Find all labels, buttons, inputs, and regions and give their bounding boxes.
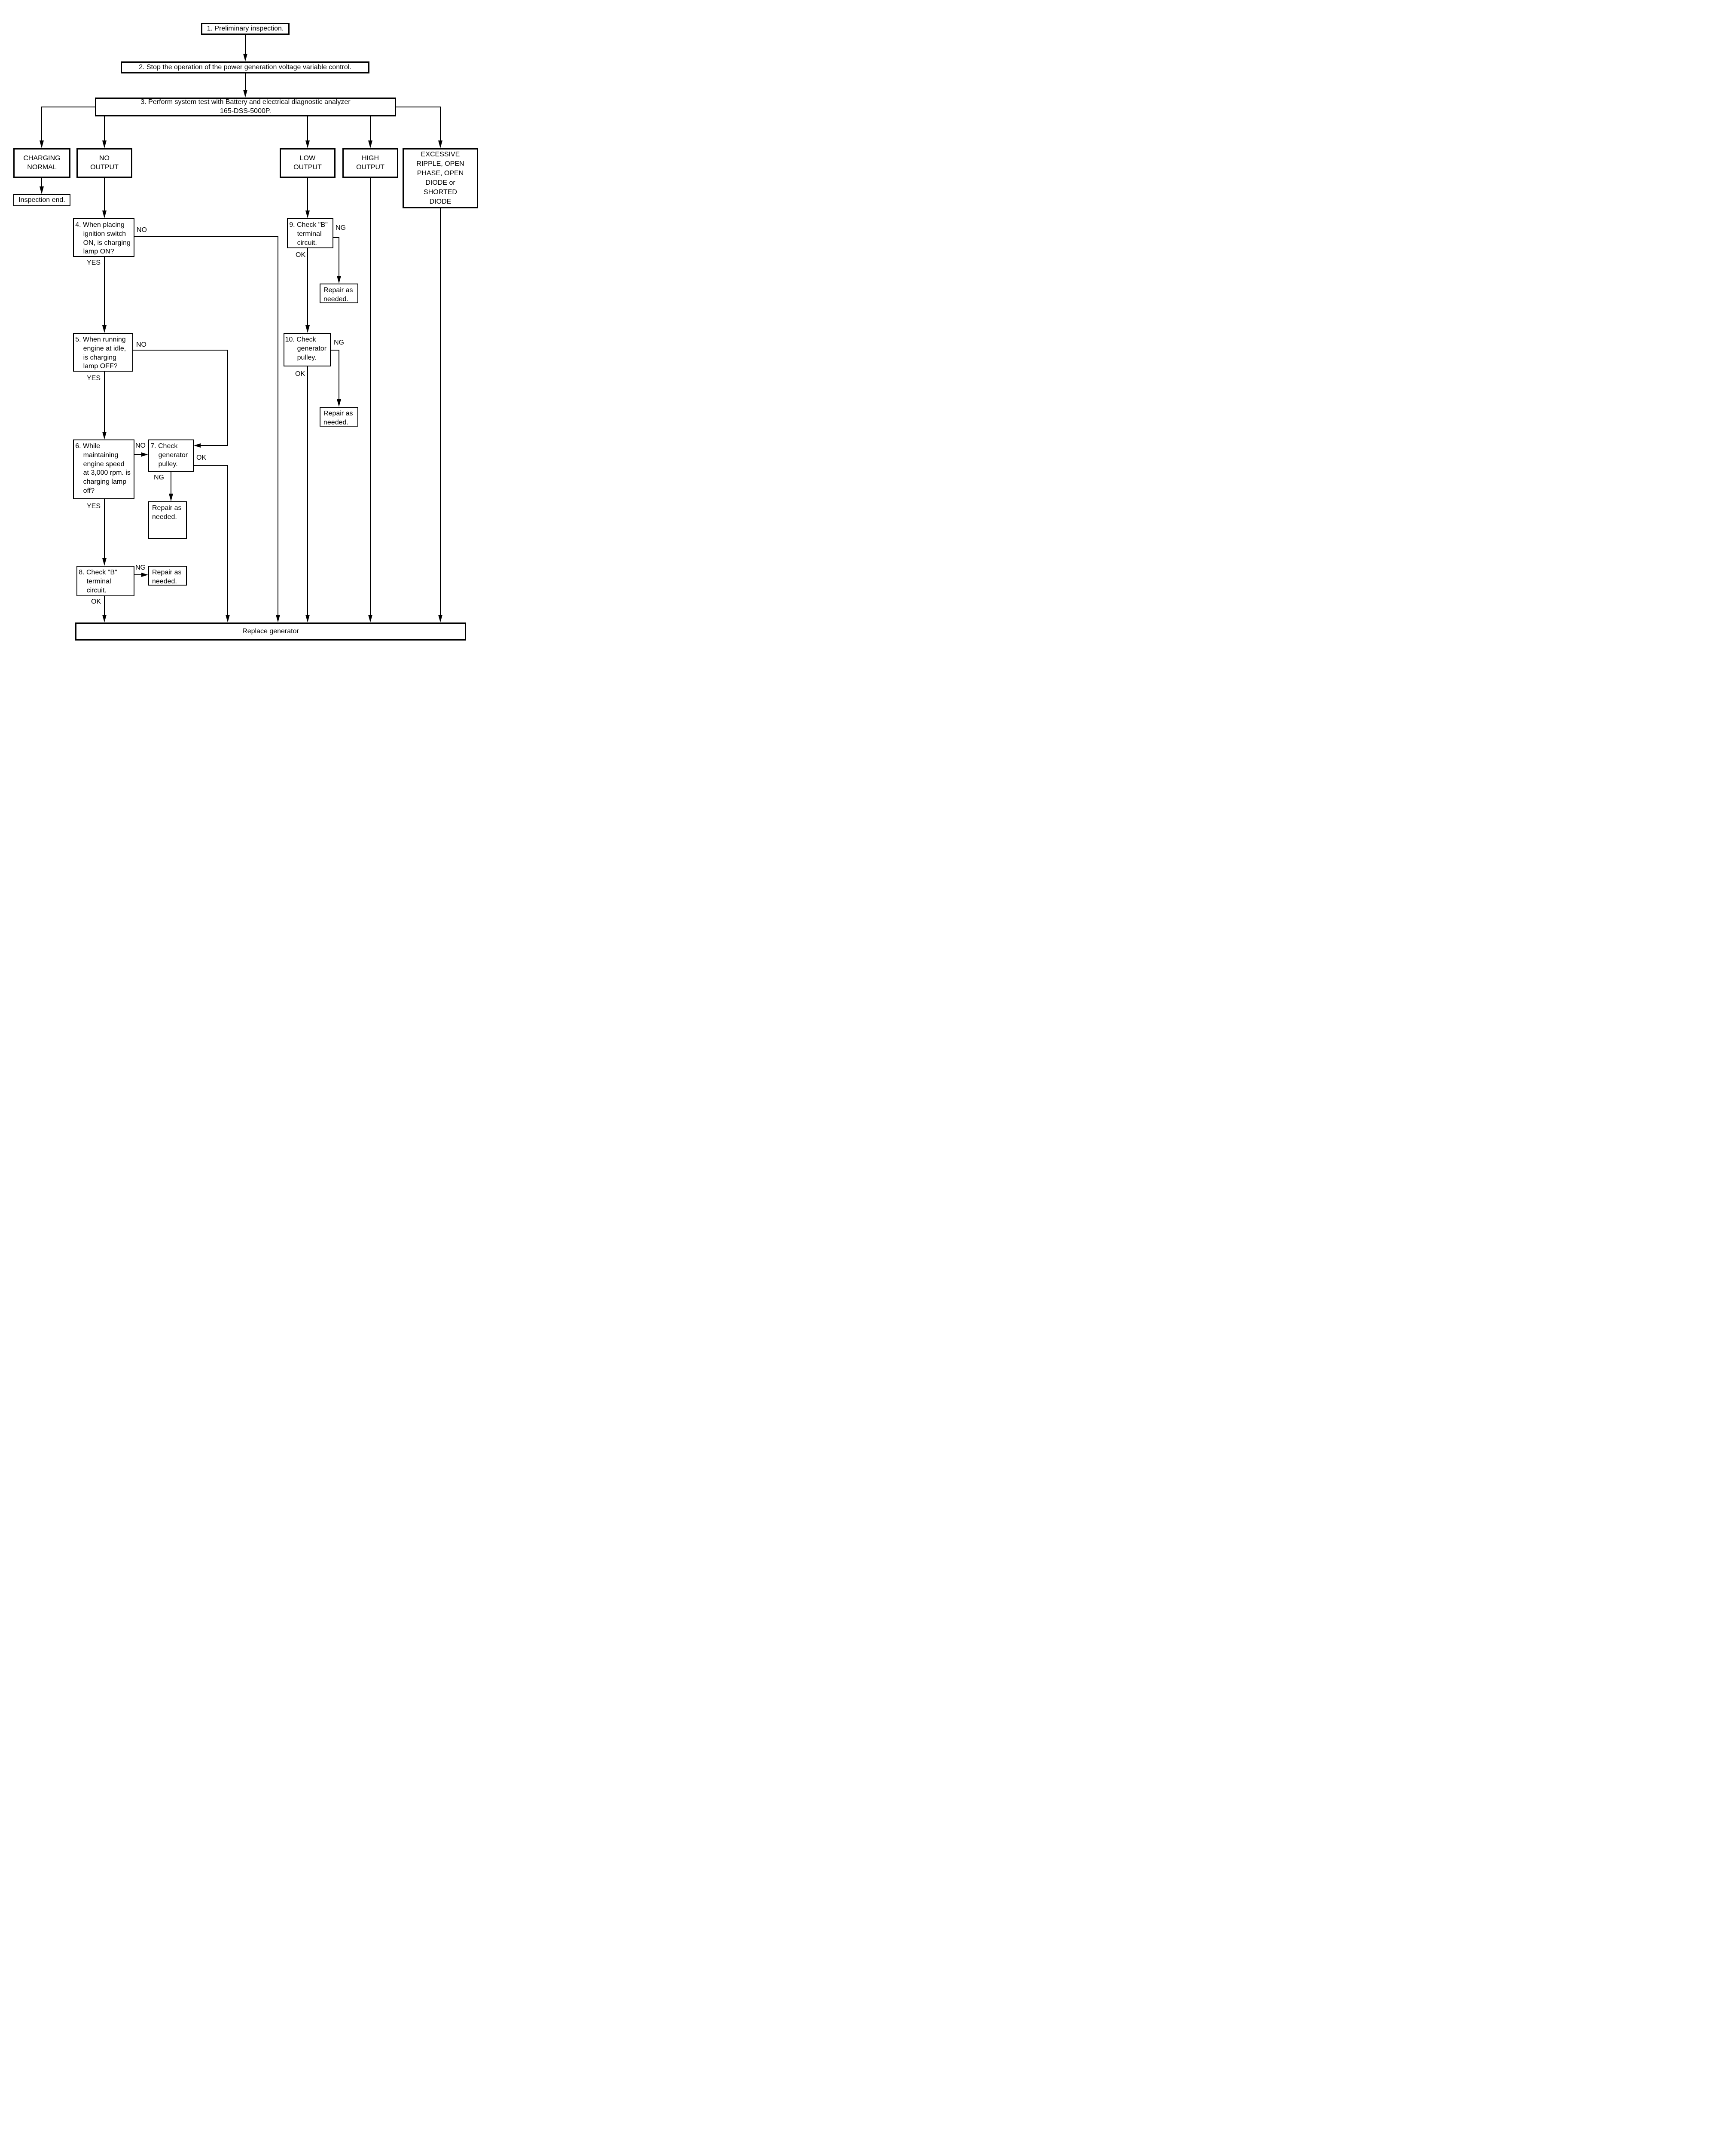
step-2-stop-voltage-control: 2. Stop the operation of the power gener… <box>121 61 369 73</box>
label-5-no: NO <box>136 341 146 348</box>
edge-1-2-line <box>245 35 246 55</box>
edge-10-ng-arrowhead <box>337 399 341 407</box>
edge-4-yes-v <box>104 257 105 326</box>
edge-5-no-v <box>227 350 228 446</box>
edge-lowoutput-9-v <box>307 178 308 211</box>
edge-3-highoutput-arrowhead <box>368 140 372 148</box>
step-1-preliminary-inspection: 1. Preliminary inspection. <box>201 23 290 35</box>
edge-nooutput-4-arrowhead <box>102 211 107 218</box>
edge-3-excessive-arrowhead <box>438 140 442 148</box>
edge-8-ng-arrowhead <box>141 573 148 577</box>
label-4-yes: YES <box>87 259 101 266</box>
label-7-ok: OK <box>196 454 207 461</box>
step-7-check-generator-pulley: 7. Check generator pulley. <box>148 439 194 472</box>
edge-3-excessive-v <box>440 107 441 141</box>
result-low-output: LOW OUTPUT <box>280 148 336 178</box>
edge-charging-inspend-arrowhead <box>40 186 44 194</box>
edge-nooutput-4-v <box>104 178 105 211</box>
edge-10-ok-arrowhead <box>305 615 310 622</box>
result-high-output: HIGH OUTPUT <box>342 148 398 178</box>
edge-highoutput-replace-arrowhead <box>368 615 372 622</box>
edge-9-ok-arrowhead <box>305 325 310 333</box>
edge-10-ok-v <box>307 366 308 615</box>
inspection-end: Inspection end. <box>13 194 70 206</box>
edge-9-ng-h <box>333 237 339 238</box>
edge-4-no-h <box>134 236 278 237</box>
edge-excessive-replace-v <box>440 208 441 615</box>
edge-10-ng-h <box>331 350 339 351</box>
edge-3-highoutput-v <box>370 116 371 141</box>
edge-6-no-arrowhead <box>141 452 148 457</box>
repair-as-needed-10: Repair as needed. <box>320 407 358 427</box>
edge-8-ok-arrowhead <box>102 615 107 622</box>
edge-9-ok-v <box>307 248 308 326</box>
label-10-ng: NG <box>334 339 344 346</box>
replace-generator: Replace generator <box>75 622 466 641</box>
step-3-system-test: 3. Perform system test with Battery and … <box>95 98 396 116</box>
edge-6-yes-arrowhead <box>102 558 107 566</box>
edge-8-ng-h <box>134 574 142 575</box>
edge-5-no-h2 <box>200 445 228 446</box>
label-8-ng: NG <box>135 564 146 571</box>
label-8-ok: OK <box>91 598 101 605</box>
edge-7-ok-arrowhead <box>226 615 230 622</box>
edge-2-3-line <box>245 73 246 91</box>
edge-5-yes-arrowhead <box>102 432 107 439</box>
edge-3-charging-arrowhead <box>40 140 44 148</box>
edge-excessive-replace-arrowhead <box>438 615 442 622</box>
edge-3-lowoutput-v <box>307 116 308 141</box>
step-4-ignition-charging-lamp: 4. When placing ignition switch ON, is c… <box>73 218 134 257</box>
label-7-ng: NG <box>154 474 164 481</box>
step-9-check-b-terminal: 9. Check "B" terminal circuit. <box>287 218 333 248</box>
edge-8-ok-v <box>104 596 105 615</box>
edge-9-ng-arrowhead <box>337 276 341 284</box>
edge-7-ok-h <box>194 465 228 466</box>
flowchart-canvas: 1. Preliminary inspection. 2. Stop the o… <box>0 0 496 671</box>
edge-7-ok-v <box>227 465 228 615</box>
step-5-idle-charging-lamp: 5. When running engine at idle, is charg… <box>73 333 133 372</box>
edge-3-lowoutput-arrowhead <box>305 140 310 148</box>
edge-5-no-arrowhead <box>194 443 201 448</box>
edge-5-yes-v <box>104 372 105 433</box>
label-9-ng: NG <box>336 224 346 232</box>
edge-highoutput-replace-v <box>370 178 371 615</box>
label-6-yes: YES <box>87 503 101 510</box>
edge-7-ng-arrowhead <box>169 494 173 501</box>
edge-4-no-arrowhead <box>276 615 280 622</box>
label-10-ok: OK <box>295 370 305 378</box>
edge-3-nooutput-arrowhead <box>102 140 107 148</box>
label-9-ok: OK <box>296 251 306 259</box>
step-10-check-generator-pulley: 10. Check generator pulley. <box>284 333 331 366</box>
edge-charging-inspend-v <box>41 178 42 187</box>
edge-6-yes-v <box>104 499 105 559</box>
label-4-no: NO <box>137 226 147 234</box>
repair-as-needed-7: Repair as needed. <box>148 501 187 539</box>
label-6-no: NO <box>135 442 146 449</box>
repair-as-needed-9: Repair as needed. <box>320 284 358 303</box>
repair-as-needed-8: Repair as needed. <box>148 566 187 586</box>
label-5-yes: YES <box>87 375 101 382</box>
result-no-output: NO OUTPUT <box>76 148 132 178</box>
step-6-3000rpm-charging-lamp: 6. While maintaining engine speed at 3,0… <box>73 439 134 499</box>
step-8-check-b-terminal: 8. Check "B" terminal circuit. <box>76 566 134 596</box>
edge-4-yes-arrowhead <box>102 325 107 333</box>
edge-5-no-h1 <box>133 350 228 351</box>
result-charging-normal: CHARGING NORMAL <box>13 148 70 178</box>
result-excessive-ripple: EXCESSIVE RIPPLE, OPEN PHASE, OPEN DIODE… <box>403 148 478 208</box>
edge-3-charging-v <box>41 107 42 141</box>
edge-3-nooutput-v <box>104 116 105 141</box>
edge-6-no-h <box>134 454 142 455</box>
edge-2-3-arrowhead <box>243 90 247 98</box>
edge-1-2-arrowhead <box>243 54 247 61</box>
edge-lowoutput-9-arrowhead <box>305 211 310 218</box>
